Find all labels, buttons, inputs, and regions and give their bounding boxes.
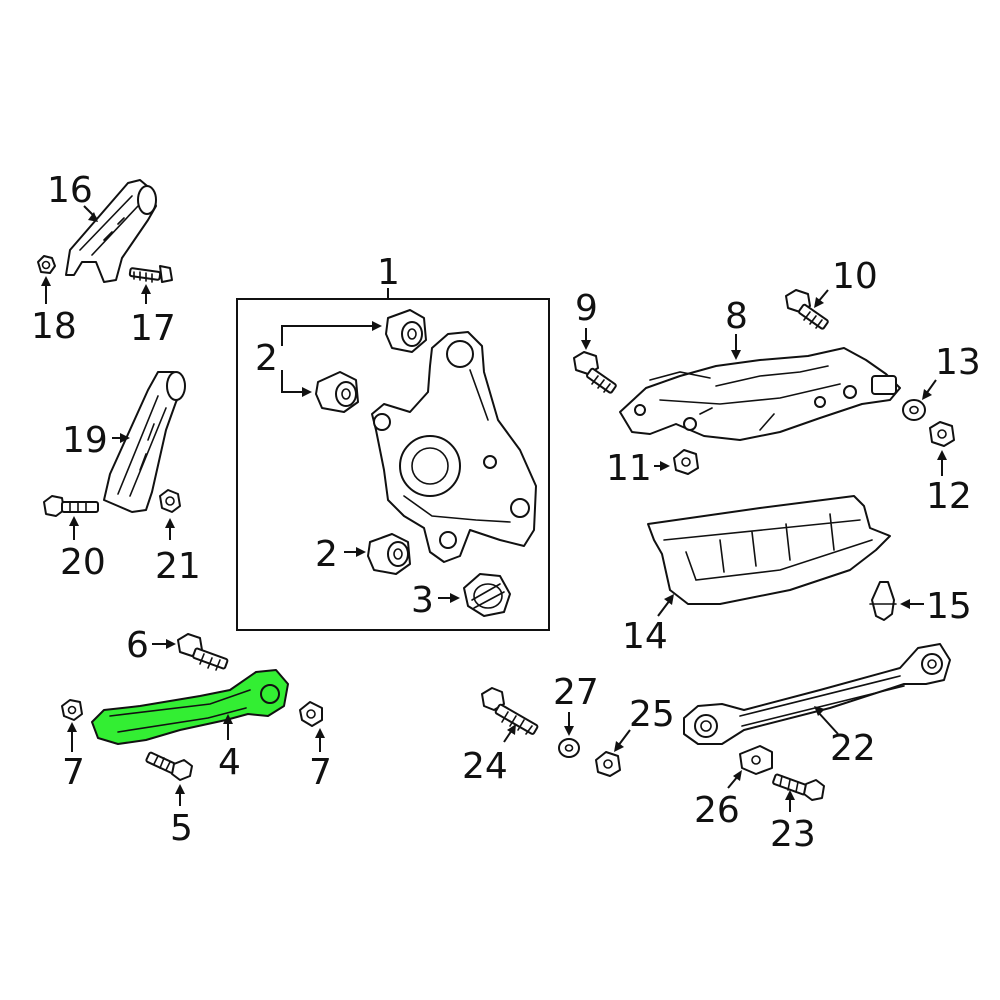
callout-13[interactable]: 13: [935, 342, 981, 383]
callout-22[interactable]: 22: [830, 728, 876, 769]
part-25-nut[interactable]: [595, 751, 621, 777]
part-7-nut-left[interactable]: [61, 699, 83, 721]
callout-1[interactable]: 1: [377, 252, 400, 293]
callout-26[interactable]: 26: [694, 790, 740, 831]
callout-5[interactable]: 5: [170, 808, 193, 849]
part-5-bolt[interactable]: [145, 751, 193, 781]
part-10-bolt[interactable]: [785, 289, 829, 330]
part-23-bolt[interactable]: [772, 773, 825, 801]
callout-2-lower[interactable]: 2: [315, 534, 338, 575]
callout-15[interactable]: 15: [926, 586, 972, 627]
part-1-knuckle[interactable]: [371, 331, 537, 563]
callout-24[interactable]: 24: [462, 746, 508, 787]
leader-lines: [41, 205, 947, 812]
callout-19[interactable]: 19: [62, 420, 108, 461]
callout-6[interactable]: 6: [126, 625, 149, 666]
part-9-bolt[interactable]: [573, 351, 617, 394]
callout-20[interactable]: 20: [60, 542, 106, 583]
assembly-1-frame: [236, 298, 550, 631]
part-2-bushing-middle[interactable]: [315, 371, 359, 413]
callout-21[interactable]: 21: [155, 546, 201, 587]
part-18-nut[interactable]: [37, 255, 56, 274]
part-12-nut[interactable]: [929, 421, 955, 447]
part-26-bracket[interactable]: [739, 745, 773, 775]
part-22-link[interactable]: [683, 643, 951, 745]
part-20-bolt[interactable]: [43, 495, 99, 517]
part-13-washer[interactable]: [902, 399, 926, 421]
callout-10[interactable]: 10: [832, 256, 878, 297]
callout-4[interactable]: 4: [218, 742, 241, 783]
part-27-washer[interactable]: [558, 738, 580, 758]
part-2-bushing-upper[interactable]: [385, 309, 427, 353]
callout-11[interactable]: 11: [606, 448, 652, 489]
part-2-bushing-lower[interactable]: [367, 533, 411, 575]
part-3-bushing[interactable]: [463, 573, 511, 617]
callout-14[interactable]: 14: [622, 616, 668, 657]
callout-2-upper[interactable]: 2: [255, 338, 278, 379]
part-14-shield[interactable]: [647, 495, 891, 605]
part-4-link[interactable]: [91, 669, 289, 745]
part-16-bracket[interactable]: [65, 179, 157, 283]
callout-labels: 16 18 17 19 20 21 1 2 2 3 9 10 8 13 11 1…: [31, 170, 981, 855]
part-11-nut[interactable]: [673, 449, 699, 475]
part-24-bolt[interactable]: [481, 687, 539, 735]
callout-25[interactable]: 25: [629, 694, 675, 735]
callout-12[interactable]: 12: [926, 476, 972, 517]
callout-18[interactable]: 18: [31, 306, 77, 347]
part-15-clip[interactable]: [869, 581, 897, 621]
part-8-subframe[interactable]: [619, 347, 901, 441]
part-19-arm[interactable]: [103, 371, 186, 513]
part-21-nut[interactable]: [159, 489, 181, 513]
callout-3[interactable]: 3: [411, 580, 434, 621]
callout-7-left[interactable]: 7: [62, 752, 85, 793]
callout-23[interactable]: 23: [770, 814, 816, 855]
callout-8[interactable]: 8: [725, 296, 748, 337]
callout-9[interactable]: 9: [575, 288, 598, 329]
callout-17[interactable]: 17: [130, 308, 176, 349]
part-17-bolt[interactable]: [128, 265, 173, 283]
part-6-bolt[interactable]: [177, 633, 229, 671]
callout-27[interactable]: 27: [553, 672, 599, 713]
part-7-nut-right[interactable]: [299, 701, 323, 727]
callout-7-right[interactable]: 7: [309, 752, 332, 793]
callout-16[interactable]: 16: [47, 170, 93, 211]
